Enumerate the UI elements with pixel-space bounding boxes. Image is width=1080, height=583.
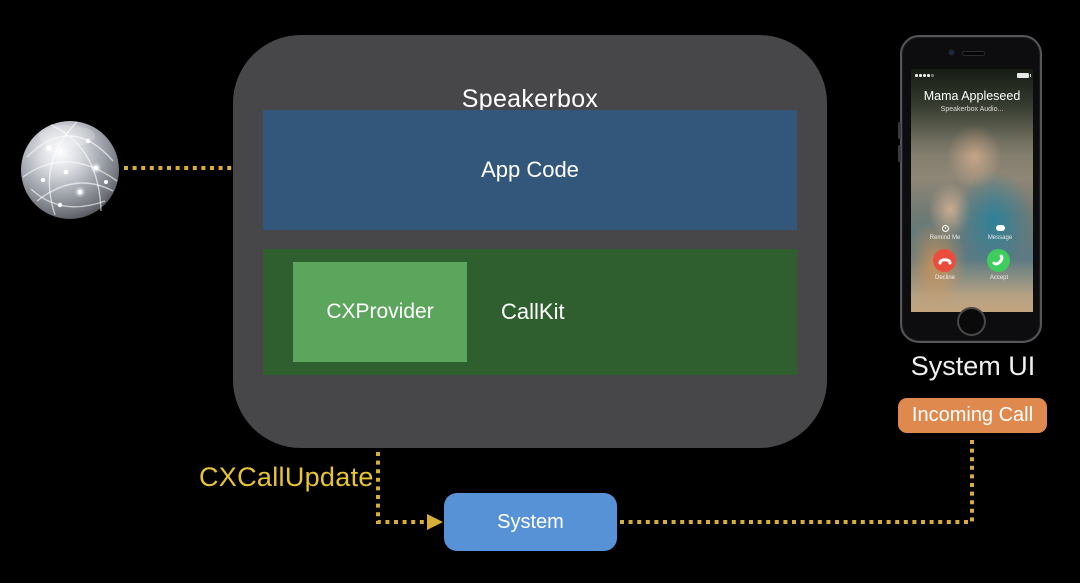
app-code-label: App Code [481, 157, 579, 182]
caller-name: Mama Appleseed [923, 89, 1021, 103]
volume-down-button [898, 145, 901, 162]
message-action: Message [972, 223, 1028, 241]
remind-me-action: Remind Me [917, 223, 973, 241]
remind-me-label: Remind Me [929, 235, 961, 241]
arrowhead-right-icon [427, 514, 443, 530]
signal-dots-icon [915, 74, 934, 77]
message-bubble-icon [995, 225, 1005, 231]
incoming-call-label: Incoming Call [911, 404, 1034, 426]
callkit-box: CXProvider CallKit [263, 249, 797, 375]
incoming-call-badge: Incoming Call [898, 398, 1047, 433]
front-camera-icon [949, 50, 954, 55]
status-bar [915, 72, 1032, 79]
caller-subtitle: Speakerbox Audio... [940, 106, 1004, 113]
phone-icon [992, 254, 1003, 265]
decline-call-button [933, 249, 956, 272]
speakerbox-title: Speakerbox [461, 85, 599, 113]
accept-call-button [987, 249, 1010, 272]
iphone-mock: Mama Appleseed Speakerbox Audio... Remin… [898, 35, 1042, 343]
clock-icon [941, 224, 949, 232]
phone-down-icon [938, 257, 951, 264]
incoming-call-screen: Mama Appleseed Speakerbox Audio... Remin… [911, 69, 1033, 312]
accept-label: Accept [989, 275, 1009, 281]
decline-label: Decline [934, 275, 955, 281]
system-label: System [497, 510, 564, 533]
earpiece-speaker-icon [962, 51, 985, 56]
volume-up-button [898, 122, 901, 139]
network-globe-icon [21, 121, 119, 219]
speakerbox-container: Speakerbox App Code CXProvider CallKit [233, 35, 827, 448]
system-ui-label: System UI [910, 351, 1036, 381]
home-button [957, 307, 986, 336]
app-code-box: App Code [263, 110, 797, 230]
callkit-label: CallKit [501, 299, 565, 324]
connector-system-to-incoming-call [620, 436, 974, 524]
cxprovider-label: CXProvider [326, 300, 434, 323]
cxprovider-box: CXProvider [293, 262, 467, 362]
cxcallupdate-label: CXCallUpdate [199, 462, 374, 492]
message-label: Message [987, 235, 1013, 241]
battery-icon [1017, 73, 1032, 78]
system-box: System [444, 493, 617, 551]
